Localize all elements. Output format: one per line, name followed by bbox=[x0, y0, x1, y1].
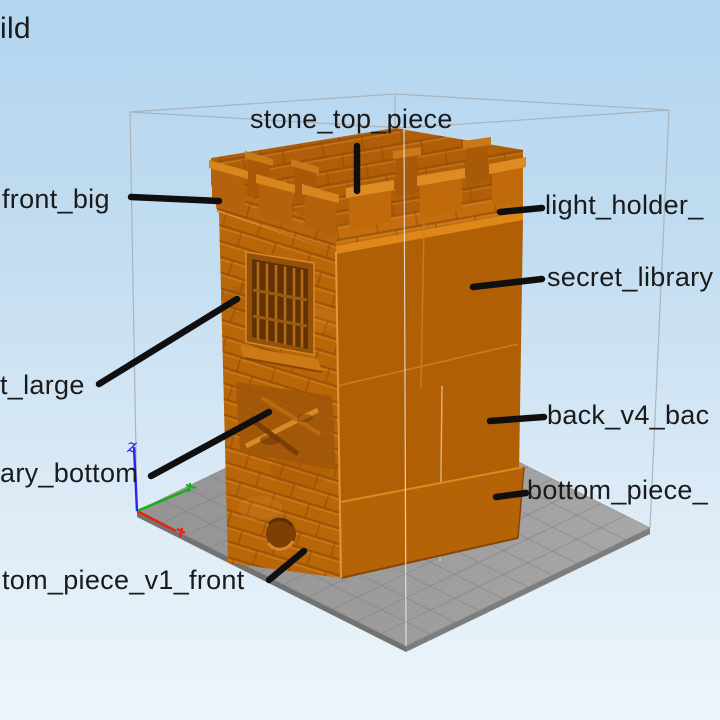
build-volume-front-edge bbox=[403, 127, 407, 647]
label-front-big: front_big bbox=[2, 184, 110, 214]
y-axis-arrow-icon bbox=[185, 482, 197, 493]
corner-edge-highlight bbox=[335, 251, 342, 579]
leader-light-holder bbox=[496, 204, 546, 216]
leader-lines bbox=[95, 142, 548, 584]
axis-gizmo: z bbox=[126, 435, 197, 538]
leader-t-large bbox=[95, 295, 241, 388]
z-axis-label: z bbox=[126, 435, 138, 457]
label-t-large: t_large bbox=[0, 370, 85, 400]
build-volume-wireframe bbox=[129, 93, 670, 529]
tower-model[interactable] bbox=[209, 128, 526, 579]
rubble-beams bbox=[236, 382, 336, 470]
round-opening bbox=[266, 517, 296, 551]
label-tom-piece-v1-front: tom_piece_v1_front bbox=[2, 565, 245, 595]
x-axis-line bbox=[136, 509, 177, 533]
z-axis-line bbox=[132, 446, 139, 512]
label-secret-library: secret_library bbox=[547, 262, 714, 292]
label-ary-bottom: ary_bottom bbox=[0, 458, 139, 488]
back-wall-flat bbox=[335, 220, 525, 579]
label-bottom-piece: bottom_piece_ bbox=[527, 475, 709, 505]
front-right-merlons bbox=[346, 157, 526, 230]
x-axis-arrow-icon bbox=[176, 527, 186, 538]
window-title-fragment: ild bbox=[0, 12, 31, 45]
leader-secret-library bbox=[469, 275, 546, 291]
y-axis-line bbox=[136, 487, 191, 513]
label-back-v4-bac: back_v4_bac bbox=[547, 400, 710, 430]
leader-bottom-piece-v1-front bbox=[265, 547, 308, 584]
label-light-holder: light_holder_ bbox=[545, 190, 704, 220]
leader-front-big bbox=[127, 193, 223, 205]
label-stone-top-piece: stone_top_piece bbox=[250, 104, 453, 134]
leader-bottom-piece bbox=[492, 489, 530, 501]
leader-back-v4 bbox=[486, 413, 548, 425]
leader-ary-bottom bbox=[147, 408, 273, 480]
bottom-base-section bbox=[341, 467, 524, 578]
